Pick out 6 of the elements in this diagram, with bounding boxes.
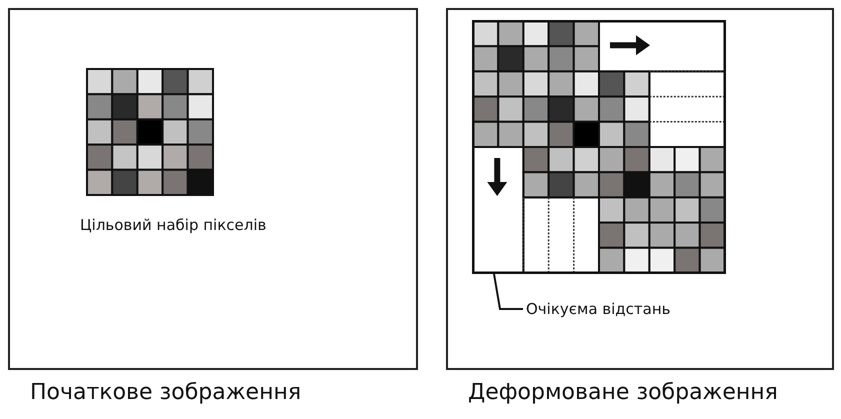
- grid-caption: Цільовий набір пікселів: [80, 216, 266, 234]
- panel-caption: Деформоване зображення: [468, 380, 778, 405]
- leader-line: [493, 274, 523, 310]
- panel-caption: Початкове зображення: [30, 380, 302, 405]
- annotation-text: Очікуєма відстань: [526, 300, 670, 318]
- deformed-pixel-grid-drawing: [472, 20, 726, 274]
